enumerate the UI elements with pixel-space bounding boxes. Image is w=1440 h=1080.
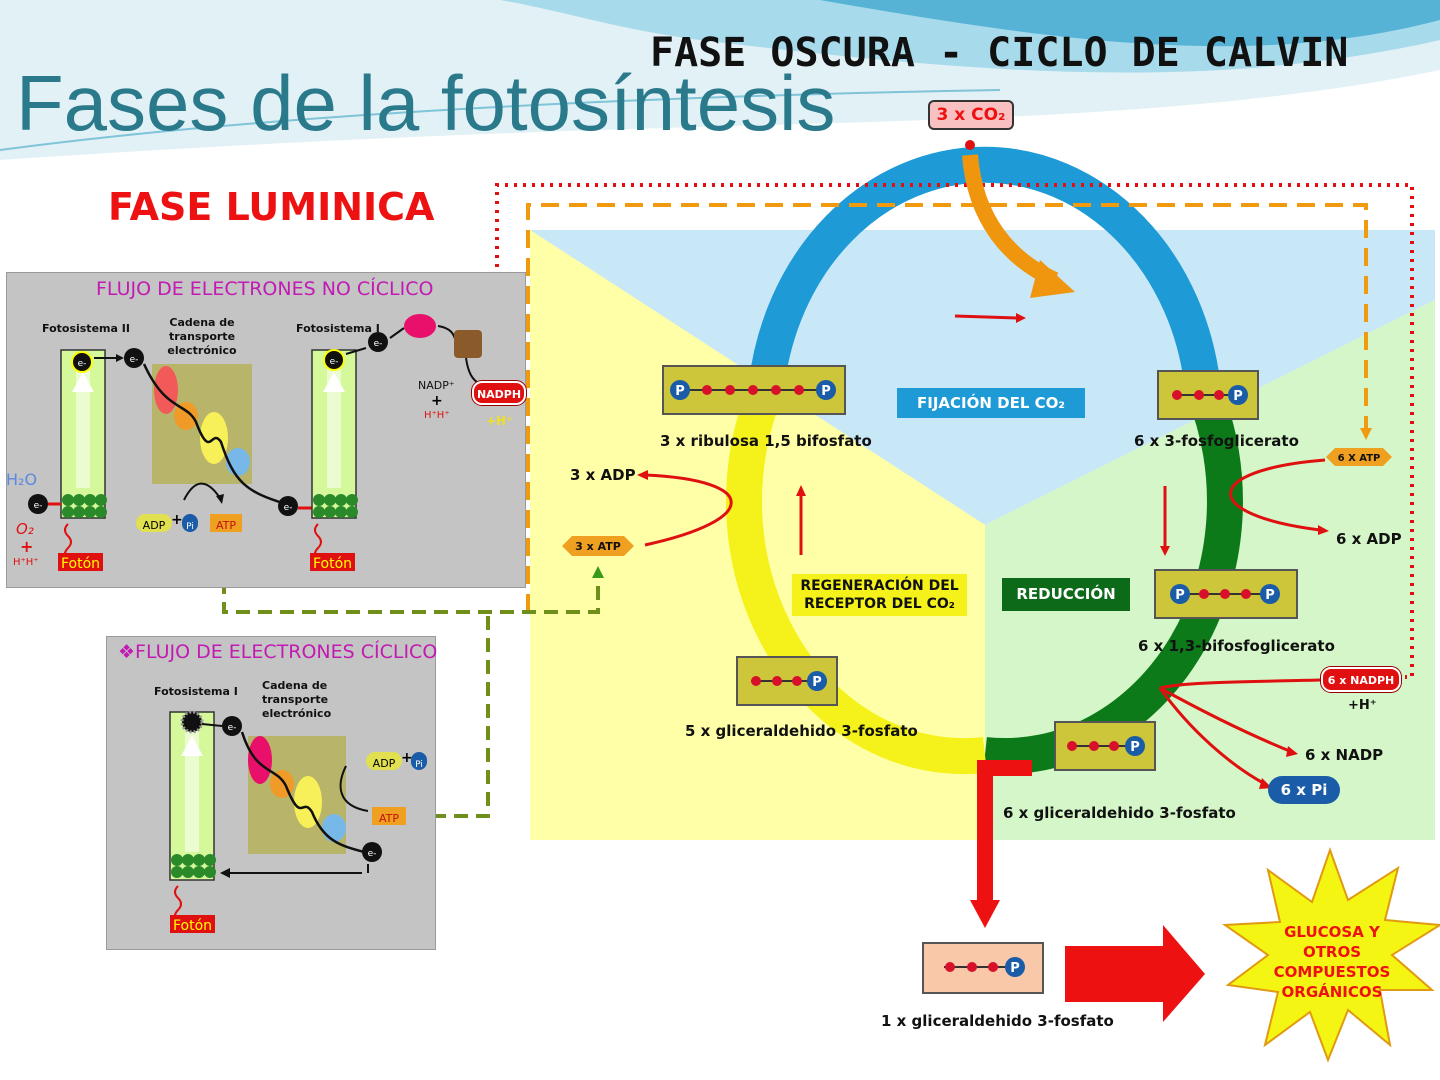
plus-noc: + [171,512,183,528]
svg-text:P: P [675,384,685,399]
svg-text:P: P [1130,740,1140,755]
adp6-label: 6 x ADP [1336,530,1402,548]
fijacion-label: FIJACIÓN DEL CO₂ [897,388,1085,418]
foton-ps1: Fotón [310,553,356,572]
svg-text:P: P [1265,588,1275,603]
foton-ciclico: Fotón [170,915,216,934]
atp3-badge: 3 x ATP [562,536,634,556]
gliceraldehido5-label: 5 x gliceraldehido 3-fosfato [685,722,918,740]
nadp-plus: + [431,393,443,409]
reduccion-label: REDUCCIÓN [1002,578,1130,611]
molecule-fosfoglicerato: P [1157,370,1259,420]
no-ciclico-diagram: e- e- e- e- e- e- [28,314,482,561]
atp-badge-c: ATP [372,807,406,825]
molecule-ribulosa: P P [662,365,846,415]
adp3-label: 3 x ADP [570,466,636,484]
molecule-bifosfoglicerato: P P [1154,569,1298,619]
nadp-label: NADP⁺ [418,379,455,392]
no-ciclico-title: FLUJO DE ELECTRONES NO CÍCLICO [96,278,434,300]
ciclico-cadena-label: Cadena de transporte electrónico [262,679,332,720]
ciclico-diagram: e- e- [169,710,382,923]
nadph6-badge: 6 x NADPH [1321,667,1401,692]
o2-label: O₂ [16,520,34,538]
svg-text:P: P [1175,588,1185,603]
svg-text:e-: e- [284,503,293,513]
svg-text:6 X ATP: 6 X ATP [1338,453,1381,464]
svg-text:3 x ATP: 3 x ATP [575,540,621,553]
molecule-gliceraldehido1: P [922,942,1044,994]
atp6-badge: 6 X ATP [1326,448,1392,466]
fase-oscura-title: FASE OSCURA - CICLO DE CALVIN [650,30,1349,76]
co2-input-label: 3 x CO₂ [936,105,1006,125]
svg-text:P: P [821,384,831,399]
adp-badge-noc: ADP [136,514,172,532]
co2-input-box: 3 x CO₂ [928,100,1014,130]
gliceraldehido6-label: 6 x gliceraldehido 3-fosfato [1003,804,1236,822]
nadph-badge: NADPH [472,381,526,405]
plus-c: + [401,750,413,766]
cadena-label: Cadena de transporte electrónico [167,316,237,357]
molecule-gliceraldehido5: P [736,656,838,706]
ps2-label: Fotosistema II [42,322,130,335]
h2o-label: H₂O [6,470,38,489]
svg-text:e-: e- [228,723,237,733]
ciclico-title: ❖FLUJO DE ELECTRONES CÍCLICO [118,641,438,663]
svg-text:e-: e- [34,501,43,511]
svg-text:P: P [1233,389,1243,404]
foton-ps2: Fotón [58,553,104,572]
header-swoosh [0,0,1440,160]
hh-label: H⁺H⁺ [13,557,39,568]
gliceraldehido1-label: 1 x gliceraldehido 3-fosfato [881,1012,1114,1030]
molecule-gliceraldehido6: P [1054,721,1156,771]
nadph-hplus: +H⁺ [486,414,513,428]
svg-text:e-: e- [374,339,383,349]
ribulosa-label: 3 x ribulosa 1,5 bifosfato [660,432,872,450]
page-title: Fases de la fotosíntesis [16,59,836,147]
svg-text:e-: e- [368,849,377,859]
svg-text:P: P [812,675,822,690]
nadp6-label: 6 x NADP [1305,746,1384,764]
svg-text:e-: e- [78,359,87,369]
atp-badge-noc: ATP [210,514,242,532]
svg-text:e-: e- [330,357,339,367]
svg-text:P: P [1010,961,1020,976]
adp-badge-c: ADP [366,752,402,770]
pi-badge-noc: Pi [182,514,198,532]
fase-luminica-title: FASE LUMINICA [108,185,435,229]
pi-badge-c: Pi [411,752,427,770]
svg-text:e-: e- [130,355,139,365]
regeneracion-label: REGENERACIÓN DEL RECEPTOR DEL CO₂ [792,574,967,616]
bifosfoglicerato-label: 6 x 1,3-bifosfoglicerato [1138,637,1335,655]
nadp-hh: H⁺H⁺ [424,410,450,421]
hplus-calvin: +H⁺ [1348,698,1377,713]
ps1-label: Fotosistema I [296,322,380,335]
fosfoglicerato-label: 6 x 3-fosfoglicerato [1134,432,1299,450]
ciclico-ps1-label: Fotosistema I [154,685,238,698]
glucosa-label: GLUCOSA Y OTROS COMPUESTOS ORGÁNICOS [1273,923,1391,1001]
pi6-badge: 6 x Pi [1268,776,1340,804]
o2-plus: + [20,537,34,556]
